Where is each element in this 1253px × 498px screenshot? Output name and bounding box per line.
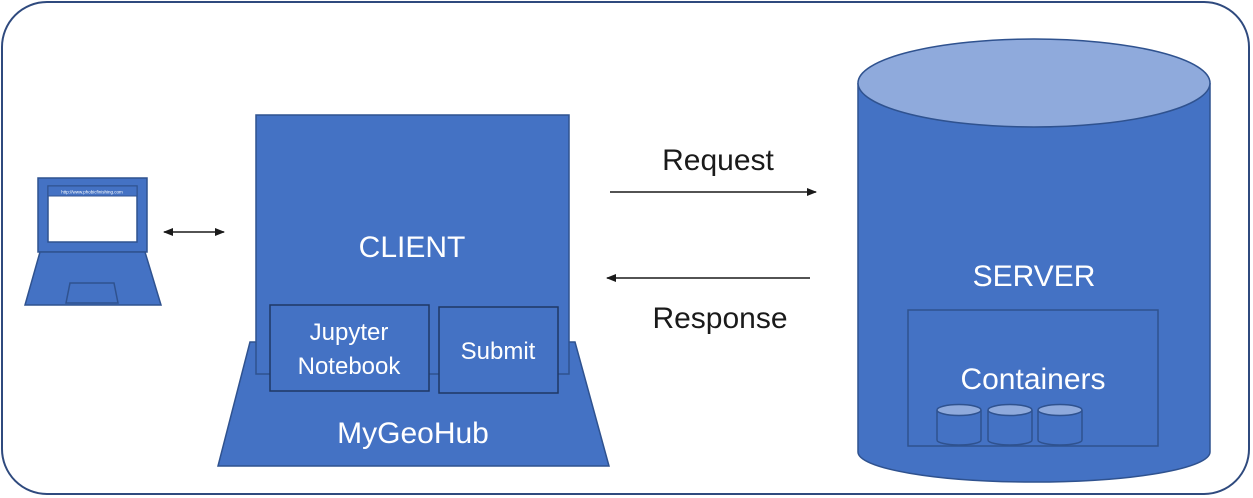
client-title: CLIENT [359,231,466,264]
container-icon [936,403,982,446]
containers-label: Containers [960,363,1105,396]
jupyter-label-line2: Notebook [298,353,402,380]
jupyter-notebook-box [269,304,430,392]
request-label: Request [662,144,774,177]
jupyter-label-line1: Jupyter [310,319,389,346]
container-icon [987,403,1033,446]
submit-box [438,306,559,394]
mygeohub-label: MyGeoHub [337,417,489,450]
submit-label: Submit [461,338,536,365]
response-label: Response [652,302,787,335]
laptop-icon: http://www.phobicfinishing.com [24,177,163,306]
container-icon [1037,403,1083,446]
laptop-url-text: http://www.phobicfinishing.com [61,190,123,195]
server-title: SERVER [973,260,1096,293]
